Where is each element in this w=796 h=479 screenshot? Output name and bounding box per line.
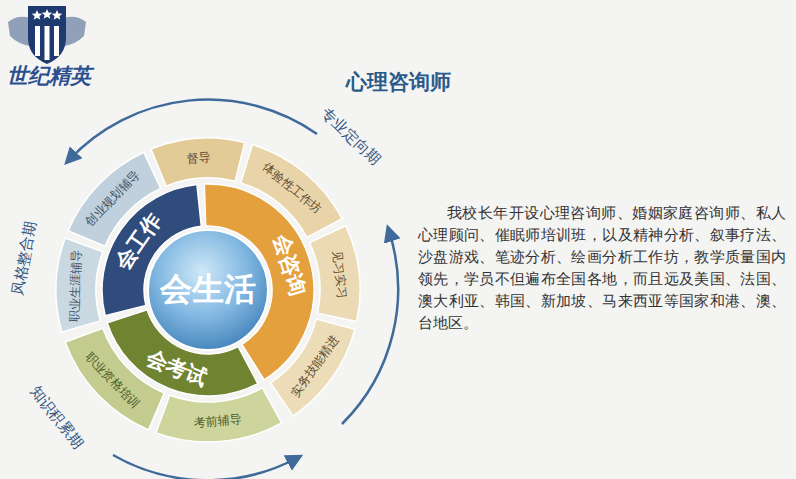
phase-label: 风格整合期 (8, 219, 40, 296)
center-disc (148, 230, 268, 350)
segment-label: 职业生涯辅导 (68, 249, 84, 321)
segment-fill (151, 138, 245, 186)
ring-segment: 职业生涯辅导 (54, 236, 105, 334)
segment-fill (271, 319, 355, 416)
segment-fill (68, 152, 161, 246)
segment-fill (156, 388, 282, 442)
ring-segment: 实务技能精进 (268, 316, 357, 419)
segment-fill (310, 226, 360, 322)
logo-text: 世纪精英 (7, 62, 91, 90)
center-label: 会生活 (160, 272, 256, 307)
center-circle: 会生活 (146, 228, 270, 352)
segment-fill (65, 328, 164, 430)
segment-label: 督导 (186, 151, 211, 166)
phase-label: 专业定向期 (316, 103, 383, 169)
ring-segment: 创业规划辅导 (66, 150, 163, 249)
page-title: 心理咨询师 (0, 68, 796, 96)
phase-label: 知识积累期 (25, 382, 86, 453)
cycle-arrow (113, 455, 297, 479)
segment-fill (241, 145, 342, 238)
ring-segment: 考前辅导 (154, 385, 284, 444)
ring-segment: 见习实习 (307, 223, 362, 324)
logo-emblem (8, 6, 86, 64)
ring-segment: 体验性工作坊 (238, 142, 345, 240)
ring-segment: 职业资格培训 (63, 326, 167, 432)
segment-fill (56, 238, 103, 332)
ring-segment: 督导 (149, 136, 247, 189)
intro-paragraph: 我校长年开设心理咨询师、婚姻家庭咨询师、私人心理顾问、催眠师培训班，以及精神分析… (418, 202, 786, 334)
